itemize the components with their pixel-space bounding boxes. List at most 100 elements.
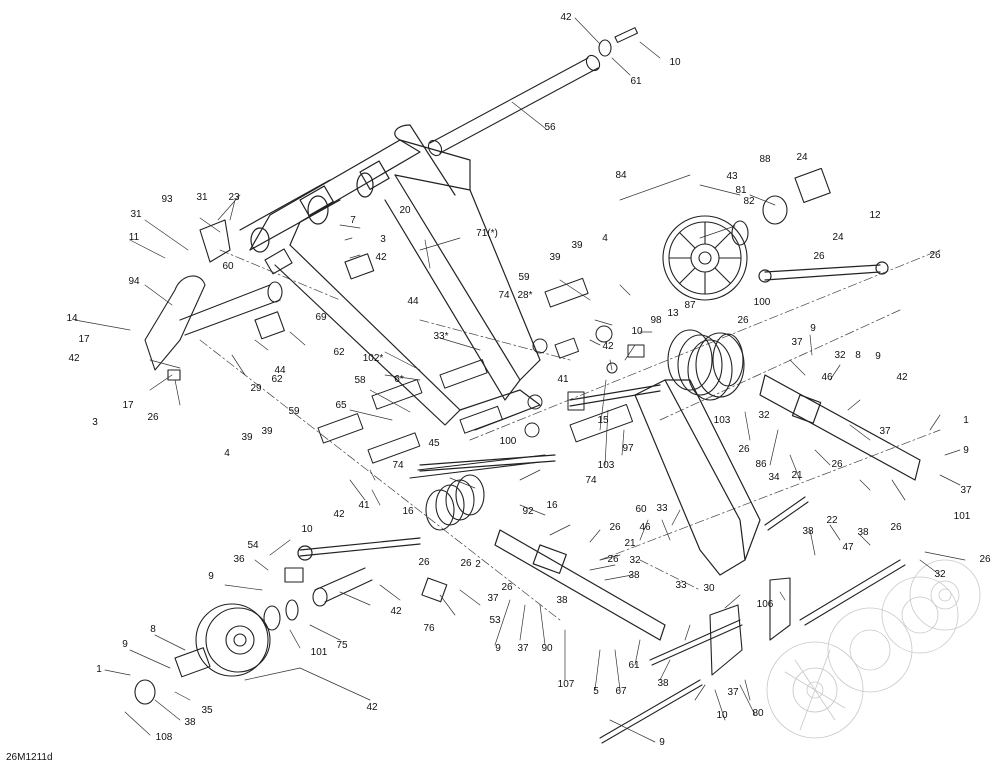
part-callout: 74 — [498, 290, 510, 301]
part-callout: 44 — [274, 365, 286, 376]
part-callout: 14 — [66, 313, 78, 324]
part-callout: 11 — [128, 232, 140, 243]
part-callout: 37 — [791, 337, 803, 348]
part-callout: 3 — [92, 417, 98, 428]
part-callout: 39 — [571, 240, 583, 251]
part-callout: 92 — [522, 506, 534, 517]
part-callout: 108 — [155, 732, 173, 743]
part-callout: 9 — [810, 323, 816, 334]
part-callout: 32 — [629, 555, 641, 566]
part-callout: 28* — [517, 290, 533, 301]
part-callout: 65 — [335, 400, 347, 411]
part-callout: 47 — [842, 542, 854, 553]
part-callout: 60 — [635, 504, 647, 515]
part-callout: 9 — [875, 351, 881, 362]
part-callout: 60 — [222, 261, 234, 272]
part-callout: 45 — [428, 438, 440, 449]
part-callout: 37 — [487, 593, 499, 604]
part-callout: 17 — [122, 400, 134, 411]
part-callout: 59 — [518, 272, 530, 283]
part-callout: 15 — [597, 415, 609, 426]
part-callout: 24 — [796, 152, 808, 163]
part-callout: 42 — [602, 341, 614, 352]
part-callout: 103 — [713, 415, 731, 426]
part-callout: 103 — [597, 460, 615, 471]
part-callout: 39 — [261, 426, 273, 437]
part-callout: 21 — [624, 538, 636, 549]
part-callout: 10 — [301, 524, 313, 535]
part-callout: 13 — [667, 308, 679, 319]
part-callout: 35 — [201, 705, 213, 716]
part-callout: 101 — [953, 511, 971, 522]
torsion-springs — [409, 329, 745, 531]
part-callout: 1 — [96, 664, 102, 675]
part-callout: 37 — [879, 426, 891, 437]
part-callout: 90 — [541, 643, 553, 654]
part-callout: 26 — [147, 412, 159, 423]
part-callout: 74 — [585, 475, 597, 486]
part-callout: 84 — [615, 170, 627, 181]
part-callout: 2 — [475, 559, 481, 570]
part-callout: 9 — [208, 571, 214, 582]
part-callout: 16 — [546, 500, 558, 511]
part-callout: 12 — [869, 210, 881, 221]
part-callout: 26 — [418, 557, 430, 568]
part-callout: 10 — [631, 326, 643, 337]
part-callout: 82 — [743, 196, 755, 207]
part-callout: 42 — [390, 606, 402, 617]
part-callout: 42 — [896, 372, 908, 383]
part-callout: 44 — [407, 296, 419, 307]
part-callout: 9 — [659, 737, 665, 748]
part-callout: 9 — [963, 445, 969, 456]
part-callout: 53 — [489, 615, 501, 626]
part-callout: 62 — [271, 374, 283, 385]
part-callout: 39 — [241, 432, 253, 443]
part-callout: 102* — [362, 353, 384, 364]
part-callout: 38 — [184, 717, 196, 728]
part-callout: 4 — [602, 233, 608, 244]
part-callout: 98 — [650, 315, 662, 326]
part-callout: 42 — [366, 702, 378, 713]
part-callout: 30 — [703, 583, 715, 594]
part-callout: 56 — [544, 122, 556, 133]
part-callout: 3 — [380, 234, 386, 245]
part-callout: 38 — [657, 678, 669, 689]
part-callout: 16 — [402, 506, 414, 517]
part-callout: 67 — [615, 686, 627, 697]
part-callout: 26 — [609, 522, 621, 533]
part-callout: 86 — [755, 459, 767, 470]
link-rods — [297, 261, 889, 561]
part-callout: 33* — [433, 331, 449, 342]
part-callout: 61 — [630, 76, 642, 87]
part-callout: 88 — [759, 154, 771, 165]
part-callout: 87 — [684, 300, 696, 311]
part-callout: 31 — [196, 192, 208, 203]
part-callout: 31 — [130, 209, 142, 220]
part-callout: 32 — [934, 569, 946, 580]
part-callout: 33 — [656, 503, 668, 514]
part-callout: 75 — [336, 640, 348, 651]
part-callout: 100 — [499, 436, 517, 447]
part-callout: 74 — [392, 460, 404, 471]
part-callout: 37 — [727, 687, 739, 698]
part-callout: 21 — [791, 470, 803, 481]
main-frame — [239, 124, 541, 431]
part-callout: 26 — [460, 558, 472, 569]
part-callout: 38 — [802, 526, 814, 537]
part-callout: 38 — [556, 595, 568, 606]
leader-lines — [74, 17, 966, 743]
diagram-reference-code: 26M1211d — [6, 752, 53, 763]
part-callout: 32 — [834, 350, 846, 361]
part-callout: 42 — [560, 12, 572, 23]
part-callout: 38 — [857, 527, 869, 538]
part-callout: 29 — [250, 383, 262, 394]
part-callout: 37 — [960, 485, 972, 496]
part-callout: 80 — [752, 708, 764, 719]
part-callout: 1 — [963, 415, 969, 426]
part-callout: 93 — [161, 194, 173, 205]
part-callout: 42 — [68, 353, 80, 364]
part-callout: 59 — [288, 406, 300, 417]
part-callout: 39 — [549, 252, 561, 263]
part-callout: 41 — [557, 374, 569, 385]
